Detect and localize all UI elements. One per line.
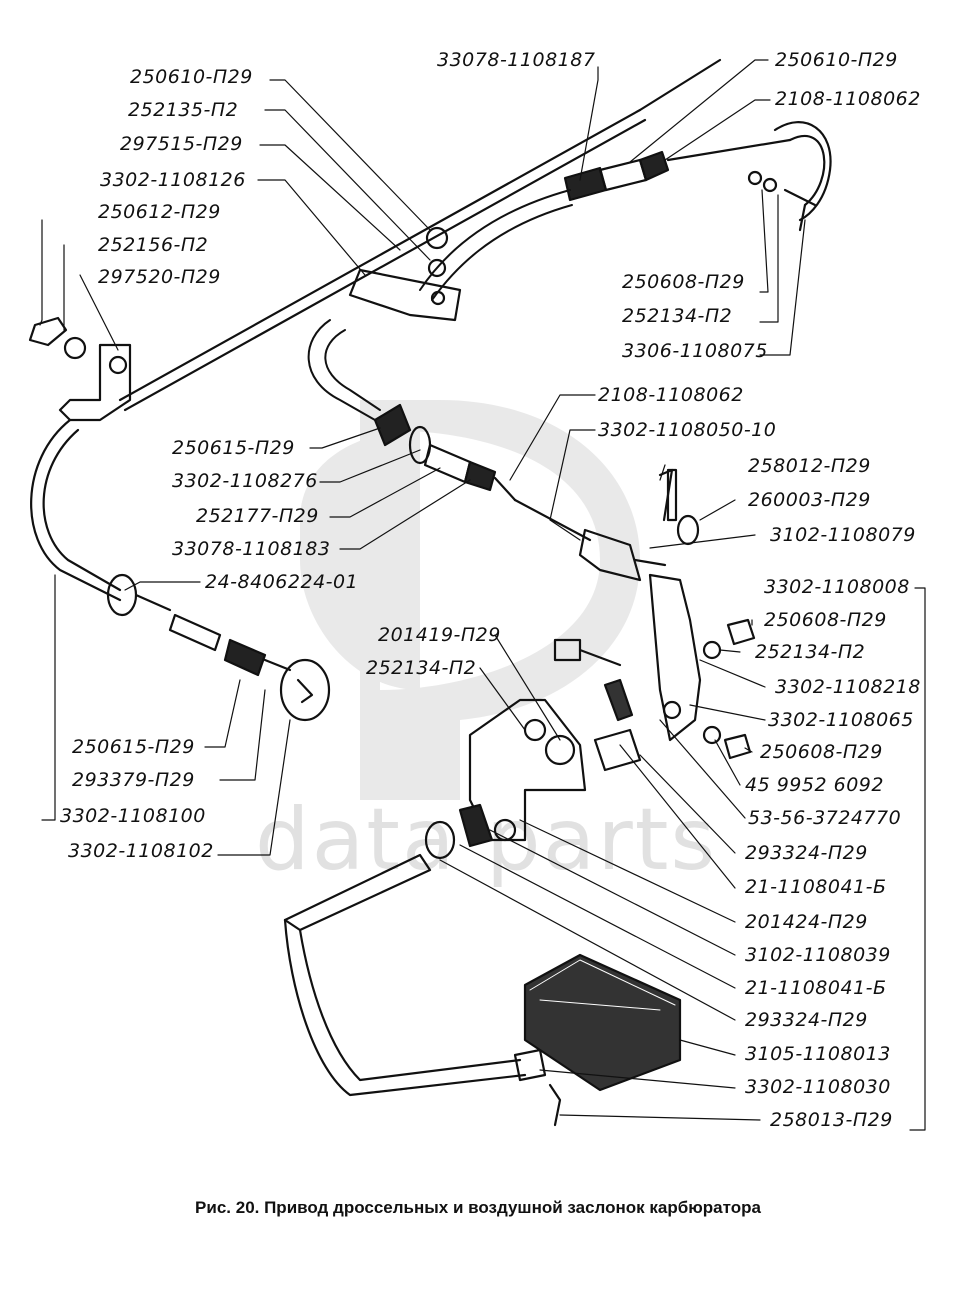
part-label-53-56-3724770: 53-56-3724770 (748, 807, 902, 829)
throttle-rod (118, 58, 722, 412)
part-label-3302-1108050-10: 3302-1108050-10 (598, 419, 777, 441)
part-label-3105-1108013: 3105-1108013 (745, 1043, 891, 1065)
left-clamp (28, 316, 132, 422)
cable-fitting-top (563, 135, 826, 207)
clevis (578, 468, 700, 582)
part-label-250608-p29-b: 250608-П29 (764, 609, 887, 631)
pivot-parts (424, 803, 494, 860)
part-label-3306-1108075: 3306-1108075 (622, 340, 768, 362)
cable-fitting-middle (373, 403, 592, 542)
nuts-right (702, 618, 756, 760)
pedal-bracket (468, 698, 587, 842)
part-label-250608-p29-c: 250608-П29 (760, 741, 883, 763)
pedal-pad (523, 953, 682, 1092)
part-label-33078-1108187: 33078-1108187 (437, 49, 596, 71)
part-label-3302-1108276: 3302-1108276 (172, 470, 318, 492)
choke-cable-lower (30, 418, 122, 602)
part-label-3302-1108100: 3302-1108100 (60, 805, 206, 827)
part-label-21-1108041-b-b: 21-1108041-Б (745, 977, 887, 999)
part-label-3302-1108008: 3302-1108008 (764, 576, 910, 598)
part-label-258012-p29: 258012-П29 (748, 455, 871, 477)
part-label-21-1108041-b-a: 21-1108041-Б (745, 876, 887, 898)
part-label-250612-p29: 250612-П29 (98, 201, 221, 223)
leader-lines (39, 59, 926, 1131)
part-label-297520-p29: 297520-П29 (98, 266, 221, 288)
part-label-250615-p29-a: 250615-П29 (172, 437, 295, 459)
part-label-260003-p29: 260003-П29 (748, 489, 871, 511)
part-label-3302-1108030: 3302-1108030 (745, 1076, 891, 1098)
part-label-252134-p2-c: 252134-П2 (366, 657, 477, 679)
part-label-3102-1108039: 3102-1108039 (745, 944, 891, 966)
part-label-201424-p29: 201424-П29 (745, 911, 868, 933)
part-label-258013-p29: 258013-П29 (770, 1109, 893, 1131)
part-label-252177-p29: 252177-П29 (196, 505, 319, 527)
cable-sheath-upper (307, 189, 573, 421)
part-label-201419-p29: 201419-П29 (378, 624, 501, 646)
choke-knob-assembly (106, 573, 331, 722)
part-label-252134-p2-b: 252134-П2 (755, 641, 866, 663)
part-label-250615-p29-b: 250615-П29 (72, 736, 195, 758)
part-label-252134-p2-a: 252134-П2 (622, 305, 733, 327)
part-label-252156-p2: 252156-П2 (98, 234, 209, 256)
part-label-297515-p29: 297515-П29 (120, 133, 243, 155)
part-label-250610-p29-b: 250610-П29 (775, 49, 898, 71)
part-label-45-9952-6092: 45 9952 6092 (745, 774, 884, 796)
part-label-3302-1108065: 3302-1108065 (768, 709, 914, 731)
part-label-250608-p29-a: 250608-П29 (622, 271, 745, 293)
part-label-293379-p29: 293379-П29 (72, 769, 195, 791)
figure-caption: Рис. 20. Привод дроссельных и воздушной … (195, 1198, 761, 1217)
upper-right-bracket (747, 121, 832, 232)
throttle-lever-bracket (633, 558, 702, 742)
pedal-arm (283, 853, 547, 1097)
part-label-250610-p29-a: 250610-П29 (130, 66, 253, 88)
part-label-293324-p29-a: 293324-П29 (745, 842, 868, 864)
part-label-2108-1108062-b: 2108-1108062 (598, 384, 744, 406)
part-label-3302-1108126: 3302-1108126 (100, 169, 246, 191)
part-label-24-8406224-01: 24-8406224-01 (205, 571, 359, 593)
part-label-293324-p29-b: 293324-П29 (745, 1009, 868, 1031)
part-label-33078-1108183: 33078-1108183 (172, 538, 331, 560)
part-label-3302-1108102: 3302-1108102 (68, 840, 214, 862)
bolt-and-spring (553, 638, 642, 772)
cotter-pins (548, 468, 674, 1127)
part-label-2108-1108062-a: 2108-1108062 (775, 88, 921, 110)
part-label-3302-1108218: 3302-1108218 (775, 676, 921, 698)
clamp-bracket (348, 226, 462, 322)
part-label-252135-p2: 252135-П2 (128, 99, 239, 121)
part-label-3102-1108079: 3102-1108079 (770, 524, 916, 546)
